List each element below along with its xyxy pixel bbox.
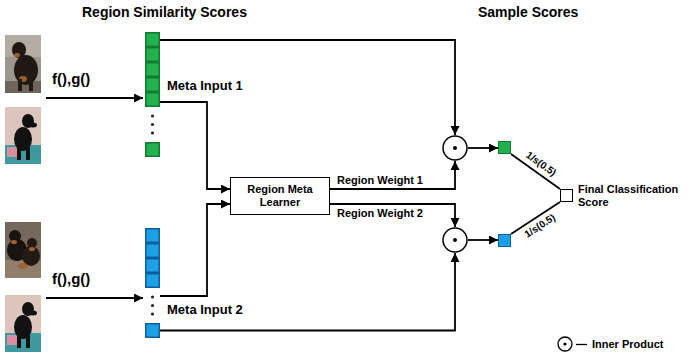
edge-label: Region Weight 2 xyxy=(336,207,424,219)
inner-product-ring xyxy=(558,337,572,351)
function-label: f(),g() xyxy=(52,270,90,287)
ellipsis-dot xyxy=(151,123,154,126)
inner-product-dot xyxy=(563,342,566,345)
section-heading: Sample Scores xyxy=(478,4,578,20)
edge-label: Region Weight 1 xyxy=(336,174,424,186)
dog-head xyxy=(12,42,26,58)
inner-product-ring xyxy=(443,136,467,160)
dog-head xyxy=(27,238,37,248)
legend-entry: Inner Product xyxy=(556,336,686,352)
dog-photo xyxy=(5,222,41,278)
connector xyxy=(330,161,455,189)
vector-cell xyxy=(146,244,160,258)
ellipsis-dot xyxy=(151,131,154,134)
vector-cells xyxy=(145,32,160,157)
inner-product-dot xyxy=(453,146,457,150)
dog-leg xyxy=(18,79,22,91)
legend-sample xyxy=(556,336,590,352)
inner-product-dot xyxy=(453,238,457,242)
dog-patch xyxy=(29,247,35,251)
dog-patch xyxy=(18,263,28,269)
connector xyxy=(160,253,455,331)
inner-product-ring xyxy=(443,228,467,252)
connector xyxy=(160,102,230,189)
connector xyxy=(330,204,455,227)
process-box: Region Meta Learner xyxy=(230,177,330,215)
node-label: Final Classification Score xyxy=(578,183,684,209)
dog-photo xyxy=(5,295,41,352)
box-label: Region Meta Learner xyxy=(235,183,325,209)
inner-product-circle xyxy=(442,135,468,161)
dog-photo xyxy=(5,107,41,164)
edge-label: 1/s(0.5) xyxy=(522,149,559,180)
connector xyxy=(160,204,230,296)
vector-cell xyxy=(146,93,160,107)
connector xyxy=(468,147,498,149)
dog-leg xyxy=(26,335,30,348)
vector-cell xyxy=(146,78,160,92)
vector-cell xyxy=(146,48,160,62)
vector-cell xyxy=(146,229,160,243)
dog-snout xyxy=(29,123,37,128)
node-label: Meta Input 2 xyxy=(167,302,243,318)
dog-patch xyxy=(14,53,20,57)
vector-column: Meta Input 1 xyxy=(145,32,160,157)
ellipsis-dot xyxy=(151,114,154,117)
vector-cell xyxy=(146,143,160,157)
score-square: Final Classification Score xyxy=(560,189,573,202)
dog-snout xyxy=(29,311,37,316)
vector-cell xyxy=(146,324,160,338)
dog-leg xyxy=(17,147,21,160)
dog-patch xyxy=(11,240,17,244)
section-heading: Region Similarity Scores xyxy=(82,4,247,20)
photo-ground xyxy=(5,107,41,164)
score-square xyxy=(498,234,511,247)
vector-cells xyxy=(145,228,160,338)
ellipsis-dot xyxy=(151,295,154,298)
dog-photo xyxy=(5,35,41,93)
inner-product-circle xyxy=(442,227,468,253)
connector xyxy=(468,239,498,241)
photo-wall xyxy=(5,35,41,57)
inner-product-symbol xyxy=(442,135,468,161)
legend-dash xyxy=(576,344,587,345)
connector xyxy=(160,40,455,135)
inner-product-symbol xyxy=(442,227,468,253)
node-label: Meta Input 1 xyxy=(167,78,243,94)
dog-body xyxy=(22,246,40,266)
vector-cell xyxy=(146,274,160,288)
ellipsis-dot xyxy=(151,312,154,315)
edge-label: 1/s(0.5) xyxy=(522,211,559,241)
vector-cell xyxy=(146,63,160,77)
vector-cell xyxy=(146,33,160,47)
ellipsis-dot xyxy=(151,304,154,307)
photo-ground xyxy=(5,35,41,93)
dog-body xyxy=(14,55,38,85)
dog-leg xyxy=(26,147,30,160)
photo-ground xyxy=(5,295,41,352)
legend-text: Inner Product xyxy=(592,337,664,351)
score-square xyxy=(498,141,511,154)
function-label: f(),g() xyxy=(52,70,90,87)
photo-ground xyxy=(5,222,41,278)
dog-leg xyxy=(29,79,33,91)
dog-leg xyxy=(17,335,21,348)
vector-cell xyxy=(146,259,160,273)
feature-arrow xyxy=(46,297,143,299)
feature-arrow xyxy=(46,97,143,99)
vector-column: Meta Input 2 xyxy=(145,228,160,338)
